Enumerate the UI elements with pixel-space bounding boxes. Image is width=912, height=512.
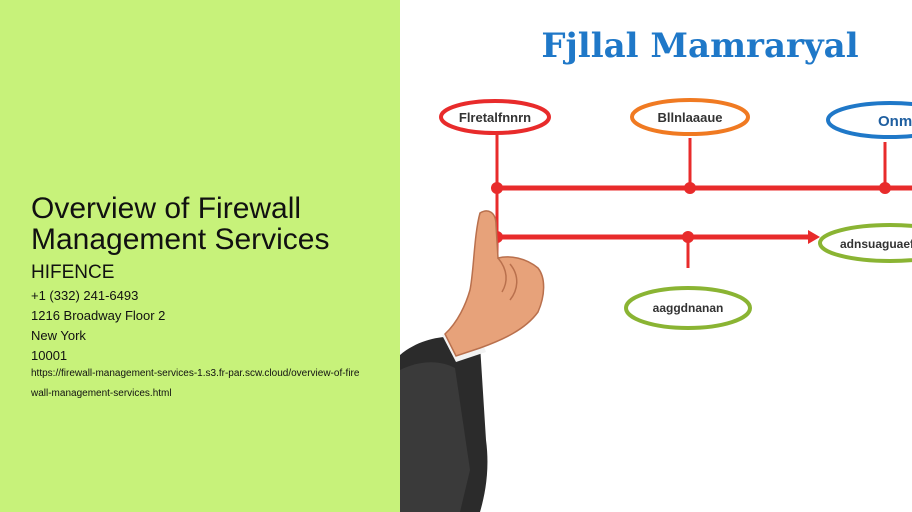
page-title: Overview of Firewall Management Services — [31, 192, 330, 256]
arrow-head — [808, 230, 820, 244]
flowchart-image: Fjllal Mamraryal Flretalfnnrn Bllnlaaaue… — [400, 26, 912, 512]
timeline-dot — [879, 182, 891, 194]
oval-label-3: Onmnth — [878, 113, 912, 130]
oval-label-5: aaggdnanan — [653, 301, 724, 315]
info-panel: Overview of Firewall Management Services… — [0, 0, 400, 512]
oval-top-right — [826, 101, 912, 139]
oval-label-4: adnsuaguaefe — [840, 237, 912, 251]
timeline-dot — [682, 231, 694, 243]
company-name: HIFENCE — [31, 262, 115, 283]
pointing-hand-icon — [400, 210, 545, 512]
oval-bottom-green — [624, 286, 752, 330]
timeline-dot — [684, 182, 696, 194]
address-line: 1216 Broadway Floor 2 — [31, 308, 166, 323]
phone-number: +1 (332) 241-6493 — [31, 288, 139, 303]
oval-right-green — [818, 223, 912, 263]
timeline-dot — [491, 182, 503, 194]
oval-top-center — [630, 98, 750, 136]
oval-label-2: Bllnlaaaue — [657, 110, 722, 125]
page-url[interactable]: https://firewall-management-services-1.s… — [31, 368, 360, 399]
oval-top-left — [439, 99, 551, 135]
zip-code: 10001 — [31, 348, 68, 363]
oval-label-1: Flretalfnnrn — [459, 110, 531, 125]
city: New York — [31, 328, 86, 343]
image-heading: Fjllal Mamraryal — [541, 26, 858, 66]
illustration: Fjllal Mamraryal Flretalfnnrn Bllnlaaaue… — [400, 0, 912, 512]
